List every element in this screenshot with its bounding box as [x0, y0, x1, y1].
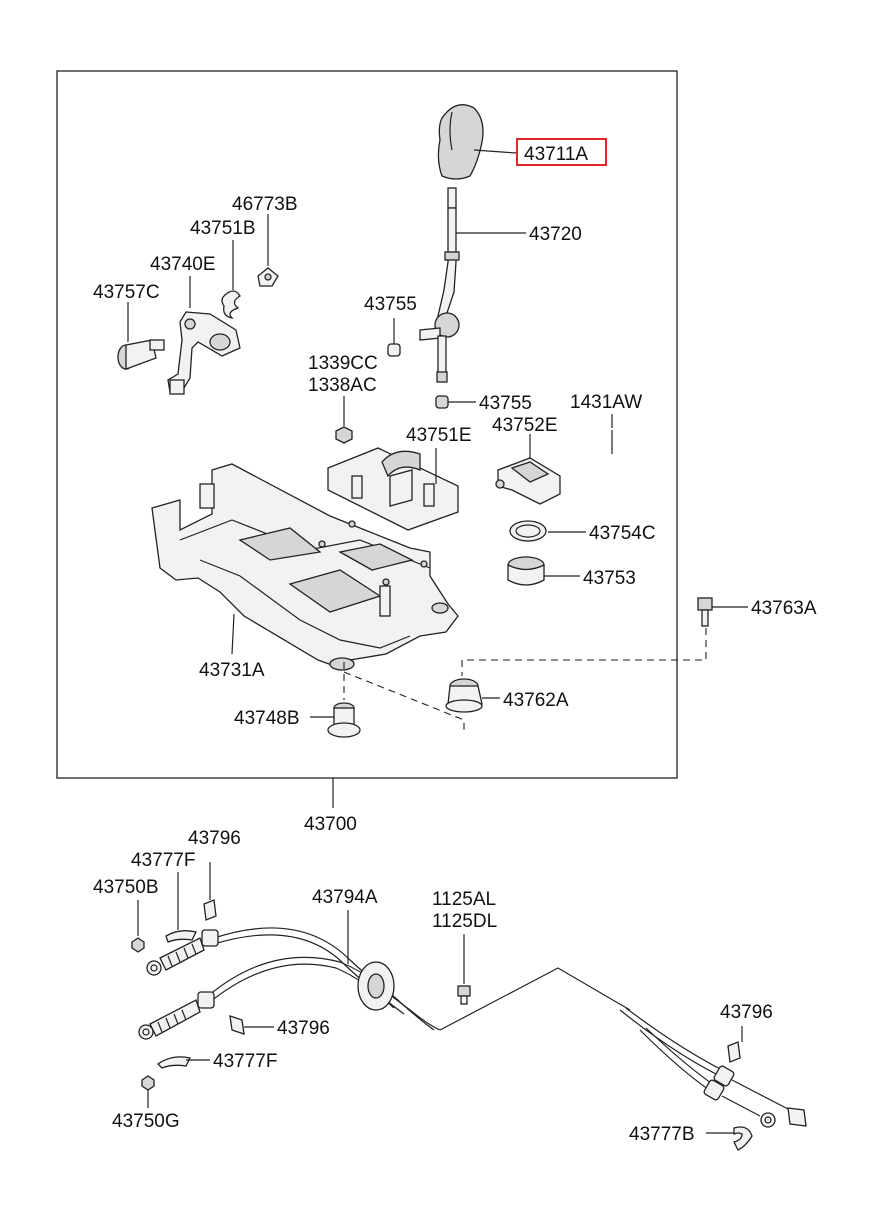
clip-43796-right	[727, 1026, 743, 1063]
spring-43751B	[221, 240, 241, 320]
lever-43740E	[167, 276, 241, 395]
bushing-43755-upper	[387, 318, 401, 357]
bush-43753	[507, 556, 580, 586]
clip-43796-middle	[229, 1015, 274, 1035]
cable-assembly-43794A	[207, 910, 723, 1093]
label-43754C[interactable]: 43754C	[589, 523, 656, 544]
bracket-43751E	[327, 447, 459, 531]
label-1125AL[interactable]: 1125AL	[432, 889, 496, 910]
bushing-43755-lower	[435, 395, 476, 409]
label-43777F-lower[interactable]: 43777F	[213, 1051, 277, 1072]
assembly-frame	[56, 70, 678, 779]
shift-knob	[437, 104, 517, 180]
bolt-43763A	[697, 597, 748, 627]
label-43751E[interactable]: 43751E	[406, 425, 472, 446]
bushing-43748B	[310, 702, 361, 738]
clip-43796-upper	[203, 862, 217, 921]
cable-end-right	[703, 1065, 807, 1128]
cable-end-upper	[146, 929, 219, 976]
label-43751B[interactable]: 43751B	[190, 218, 256, 239]
label-1339CC[interactable]: 1339CC	[308, 353, 378, 374]
label-43762A[interactable]: 43762A	[503, 690, 569, 711]
label-43752E[interactable]: 43752E	[492, 415, 558, 436]
grommet-43762A	[445, 678, 500, 713]
label-43720[interactable]: 43720	[529, 224, 582, 245]
nut-1339CC	[335, 396, 353, 444]
label-43753[interactable]: 43753	[583, 568, 636, 589]
shift-lever	[419, 187, 526, 383]
washer-43750G	[141, 1075, 155, 1108]
washer-43750B	[131, 900, 145, 953]
block-43752E	[495, 434, 561, 505]
label-43700[interactable]: 43700	[304, 814, 357, 835]
label-43748B[interactable]: 43748B	[234, 708, 300, 729]
guide-line-bolt	[461, 628, 707, 676]
highlight-box-43711A	[516, 138, 607, 166]
pin-43757C	[117, 302, 165, 370]
label-46773B[interactable]: 46773B	[232, 194, 298, 215]
guide-line-base	[343, 671, 465, 732]
label-43777B[interactable]: 43777B	[629, 1124, 695, 1145]
label-43796-middle[interactable]: 43796	[277, 1018, 330, 1039]
label-43731A[interactable]: 43731A	[199, 660, 265, 681]
label-43750B[interactable]: 43750B	[93, 877, 159, 898]
label-43740E[interactable]: 43740E	[150, 254, 216, 275]
label-43711A[interactable]: 43711A	[524, 144, 588, 165]
clip-43777F-upper	[165, 872, 197, 943]
cable-end-lower	[138, 991, 215, 1040]
ring-43754C	[509, 520, 586, 542]
label-43777F-upper[interactable]: 43777F	[131, 850, 195, 871]
label-43794A[interactable]: 43794A	[312, 887, 378, 908]
label-43755-upper[interactable]: 43755	[364, 294, 417, 315]
label-43796-right[interactable]: 43796	[720, 1002, 773, 1023]
label-43750G[interactable]: 43750G	[112, 1111, 180, 1132]
clip-43777F-lower	[156, 1056, 210, 1069]
label-1431AW[interactable]: 1431AW	[570, 392, 642, 413]
label-43763A[interactable]: 43763A	[751, 598, 817, 619]
clip-43777B	[706, 1126, 753, 1151]
label-43757C[interactable]: 43757C	[93, 282, 160, 303]
label-1125DL[interactable]: 1125DL	[432, 911, 497, 932]
label-43796-upper[interactable]: 43796	[188, 828, 241, 849]
bolt-1125AL	[457, 934, 471, 1005]
washer-46773B	[257, 214, 279, 287]
base-43731A	[151, 463, 459, 671]
label-1338AC[interactable]: 1338AC	[308, 375, 377, 396]
label-43755-lower[interactable]: 43755	[479, 393, 532, 414]
